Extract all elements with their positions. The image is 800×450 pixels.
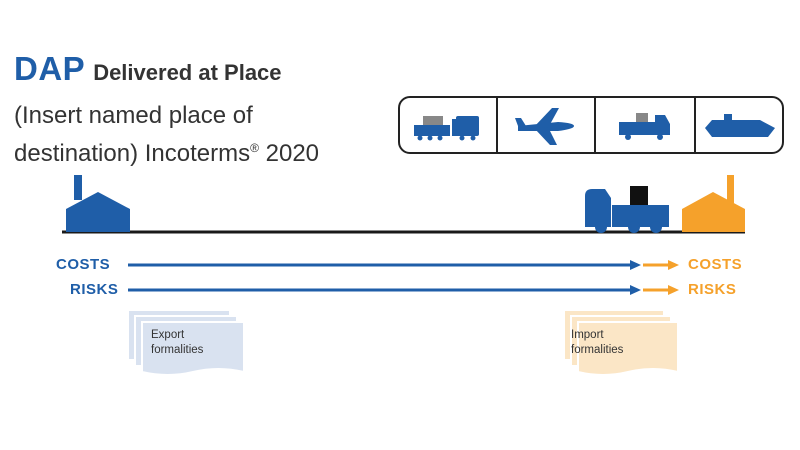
risks-arrow — [128, 285, 679, 295]
ship-icon — [705, 114, 775, 137]
title-abbr: DAP — [14, 50, 86, 87]
export-line1: Export — [151, 329, 185, 341]
buyer-risks-label: RISKS — [688, 281, 737, 298]
subtitle-line1: (Insert named place of — [14, 102, 253, 129]
truck-icon — [619, 113, 670, 140]
import-line1: Import — [571, 329, 604, 341]
page-title: DAP Delivered at Place — [14, 50, 282, 88]
import-line2: formalities — [571, 344, 624, 356]
buyer-factory-icon — [682, 175, 745, 232]
seller-costs-label: COSTS — [56, 256, 111, 273]
import-docs-icon — [563, 309, 679, 376]
subtitle: (Insert named place of destination) Inco… — [14, 100, 394, 170]
seller-factory-icon — [66, 175, 130, 232]
export-line2: formalities — [151, 344, 204, 356]
seller-risks-label: RISKS — [70, 281, 119, 298]
subtitle-line2: destination) Incoterms — [14, 140, 251, 167]
costs-arrow — [128, 260, 679, 270]
title-full: Delivered at Place — [93, 60, 282, 85]
import-formalities-label: Import formalities — [571, 328, 623, 358]
plane-icon — [515, 108, 574, 145]
registered-mark: ® — [250, 141, 259, 155]
train-icon — [414, 116, 479, 141]
transport-modes-box — [398, 96, 784, 154]
export-docs-icon — [127, 309, 245, 376]
delivery-truck-icon — [585, 186, 669, 233]
buyer-costs-label: COSTS — [688, 256, 743, 273]
export-formalities-label: Export formalities — [151, 328, 203, 358]
subtitle-year: 2020 — [258, 140, 320, 167]
